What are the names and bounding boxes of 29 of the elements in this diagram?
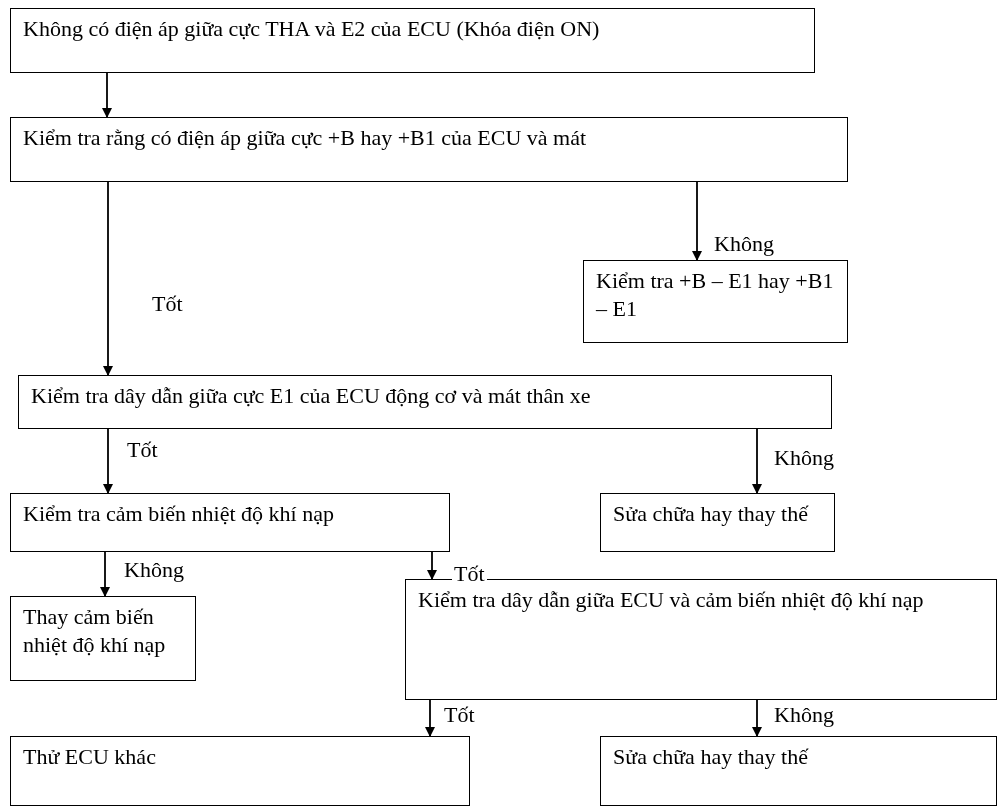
arrow xyxy=(100,551,110,597)
arrow xyxy=(752,699,762,737)
process-box xyxy=(18,375,832,429)
box-label: Sửa chữa hay thay thế xyxy=(613,743,810,771)
arrow xyxy=(102,72,112,118)
process-box xyxy=(10,117,848,182)
process-box xyxy=(583,260,848,343)
process-box xyxy=(600,493,835,552)
arrow xyxy=(103,428,113,494)
box-label: Sửa chữa hay thay thế xyxy=(613,500,810,528)
process-box xyxy=(10,736,470,806)
process-box xyxy=(10,493,450,552)
box-label: Kiểm tra cảm biến nhiệt độ khí nạp xyxy=(23,500,335,528)
arrow xyxy=(427,551,437,580)
arrow xyxy=(425,699,435,737)
box-label: Kiểm tra dây dẫn giữa ECU và cảm biến nhiệt độ khí nạp xyxy=(418,586,925,614)
box-label: Không có điện áp giữa cực THA và E2 của ECU (Khóa điện ON) xyxy=(23,15,601,43)
arrow xyxy=(103,181,113,376)
process-box xyxy=(600,736,997,806)
process-box xyxy=(10,596,196,681)
arrow xyxy=(752,428,762,494)
box-label: Thử ECU khác xyxy=(23,743,157,771)
box-label: Kiểm tra +B – E1 hay +B1 – E1 xyxy=(596,267,835,322)
process-box xyxy=(405,579,997,700)
box-label: Thay cảm biến nhiệt độ khí nạp xyxy=(23,603,167,658)
box-label: Kiểm tra rằng có điện áp giữa cực +B hay +B1 của ECU và mát xyxy=(23,124,588,152)
arrow xyxy=(692,181,702,261)
box-label: Kiểm tra dây dẫn giữa cực E1 của ECU động cơ và mát thân xe xyxy=(31,382,592,410)
process-box xyxy=(10,8,815,73)
